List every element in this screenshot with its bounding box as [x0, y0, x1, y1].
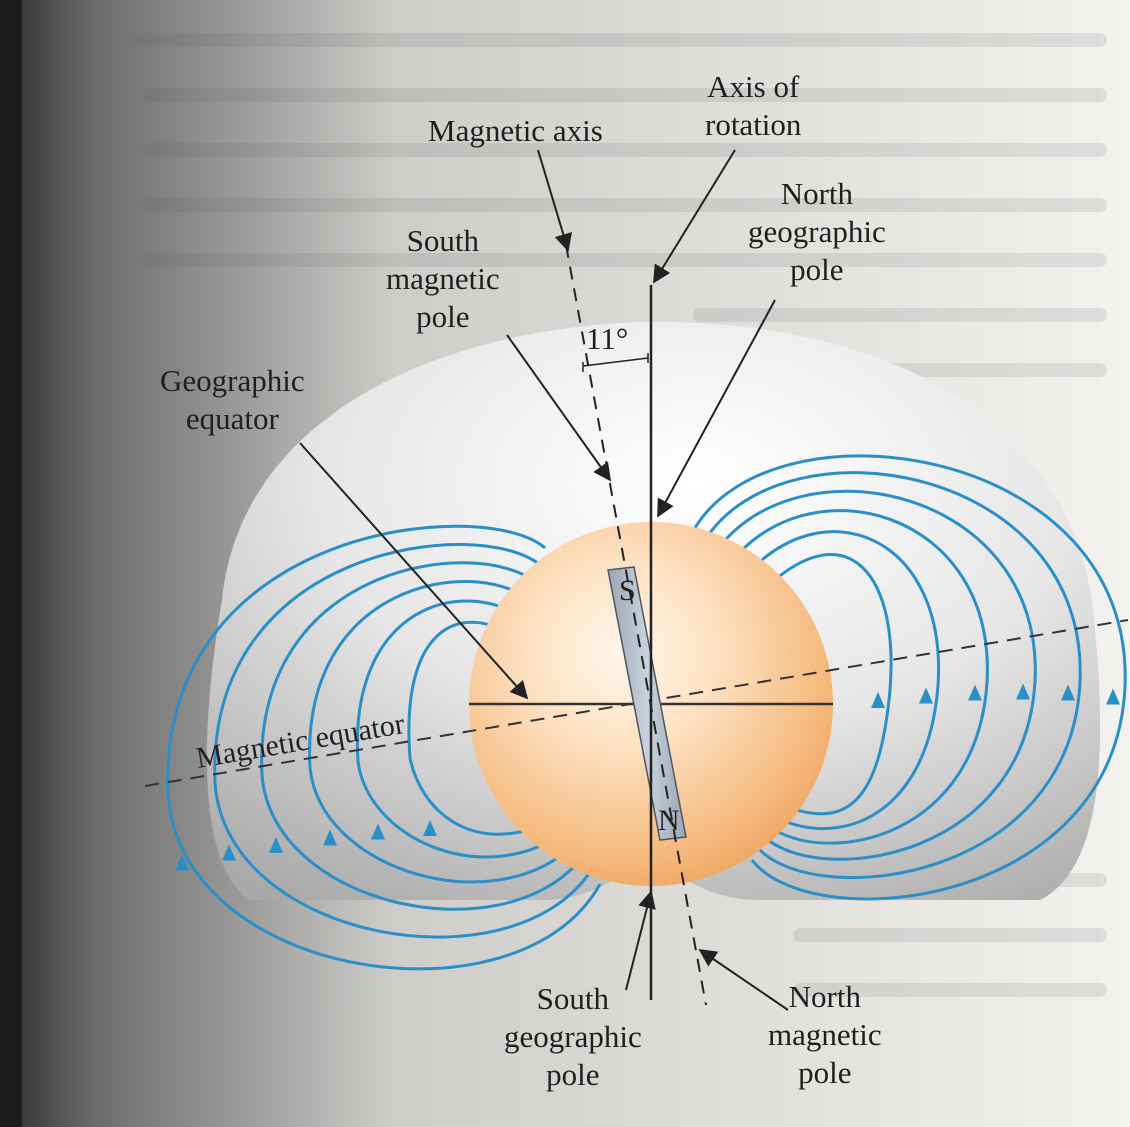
- field-line: [355, 599, 561, 859]
- north-magnetic-pole-line-3: pole: [798, 1055, 852, 1090]
- field-direction-arrow: [1106, 688, 1120, 705]
- leader-geographic-equator: [299, 442, 529, 700]
- field-line: [407, 620, 551, 836]
- leader-north-magnetic-pole: [698, 948, 789, 1011]
- field-line: [213, 543, 592, 939]
- angle-bracket: [582, 357, 649, 367]
- magnetic-equator-line: [144, 619, 1129, 787]
- magnetic-axis-text: Magnetic axis: [428, 113, 603, 148]
- north-geographic-pole-line-3: pole: [790, 252, 844, 287]
- angle-marker: [582, 353, 649, 372]
- field-line: [756, 553, 893, 816]
- field-line: [260, 561, 582, 911]
- axis-of-rotation-line-1: Axis of: [707, 69, 800, 104]
- south-geographic-pole-label: South geographic pole: [504, 980, 642, 1094]
- field-line: [740, 530, 941, 830]
- field-direction-arrow: [175, 854, 189, 871]
- field-line: [726, 509, 989, 845]
- field-direction-arrow: [1061, 684, 1075, 701]
- north-magnetic-pole-line-2: magnetic: [768, 1017, 882, 1052]
- magnetic-axis-line: [565, 244, 707, 1006]
- leader-south-geographic-pole: [625, 890, 656, 991]
- axis-of-rotation-label: Axis of rotation: [705, 68, 801, 144]
- leader-axis-of-rotation: [653, 149, 736, 284]
- south-magnetic-pole-line-1: South: [406, 223, 479, 258]
- field-direction-arrow: [968, 684, 982, 701]
- field-line: [166, 524, 602, 971]
- south-magnetic-pole-line-3: pole: [416, 299, 470, 334]
- south-geographic-pole-line-2: geographic: [504, 1019, 642, 1054]
- axis-of-rotation-line-2: rotation: [705, 107, 802, 142]
- magnet-n-letter: N: [658, 804, 680, 837]
- book-spine: [0, 0, 22, 1127]
- south-geographic-pole-line-3: pole: [546, 1057, 600, 1092]
- field-direction-arrow: [423, 820, 437, 836]
- field-lines: [166, 454, 1127, 971]
- geographic-equator-label: Geographic equator: [160, 362, 305, 438]
- geographic-equator-line-1: Geographic: [160, 363, 305, 398]
- magnet-bar: [607, 566, 687, 841]
- field-direction-arrow: [222, 844, 236, 861]
- field-direction-arrow: [1016, 683, 1030, 700]
- field-line: [713, 489, 1037, 861]
- field-line: [308, 580, 572, 884]
- field-direction-arrow: [871, 692, 885, 708]
- leader-magnetic-axis: [537, 149, 572, 252]
- magnetic-axis-label: Magnetic axis: [428, 112, 603, 150]
- geographic-equator-line-2: equator: [185, 401, 279, 436]
- bar-magnet: S N: [607, 566, 687, 841]
- angle-label: 11°: [586, 320, 628, 358]
- angle-text: 11°: [586, 321, 629, 356]
- field-direction-arrow: [919, 687, 933, 704]
- north-geographic-pole-line-2: geographic: [748, 214, 886, 249]
- field-line: [703, 471, 1082, 880]
- field-line: [693, 454, 1127, 901]
- south-magnetic-pole-label: South magnetic pole: [386, 222, 500, 336]
- leader-south-magnetic-pole: [506, 334, 612, 482]
- north-magnetic-pole-line-1: North: [788, 979, 861, 1014]
- leader-north-geographic-pole: [657, 299, 776, 518]
- south-geographic-pole-line-1: South: [536, 981, 610, 1016]
- north-magnetic-pole-label: North magnetic pole: [768, 978, 882, 1092]
- field-direction-arrow: [371, 823, 385, 840]
- south-magnetic-pole-line-2: magnetic: [386, 261, 500, 296]
- north-geographic-pole-label: North geographic pole: [748, 175, 886, 289]
- leader-lines: [299, 149, 789, 1011]
- north-geographic-pole-line-1: North: [780, 176, 854, 211]
- field-direction-arrow: [323, 829, 337, 846]
- field-direction-arrow: [269, 837, 283, 853]
